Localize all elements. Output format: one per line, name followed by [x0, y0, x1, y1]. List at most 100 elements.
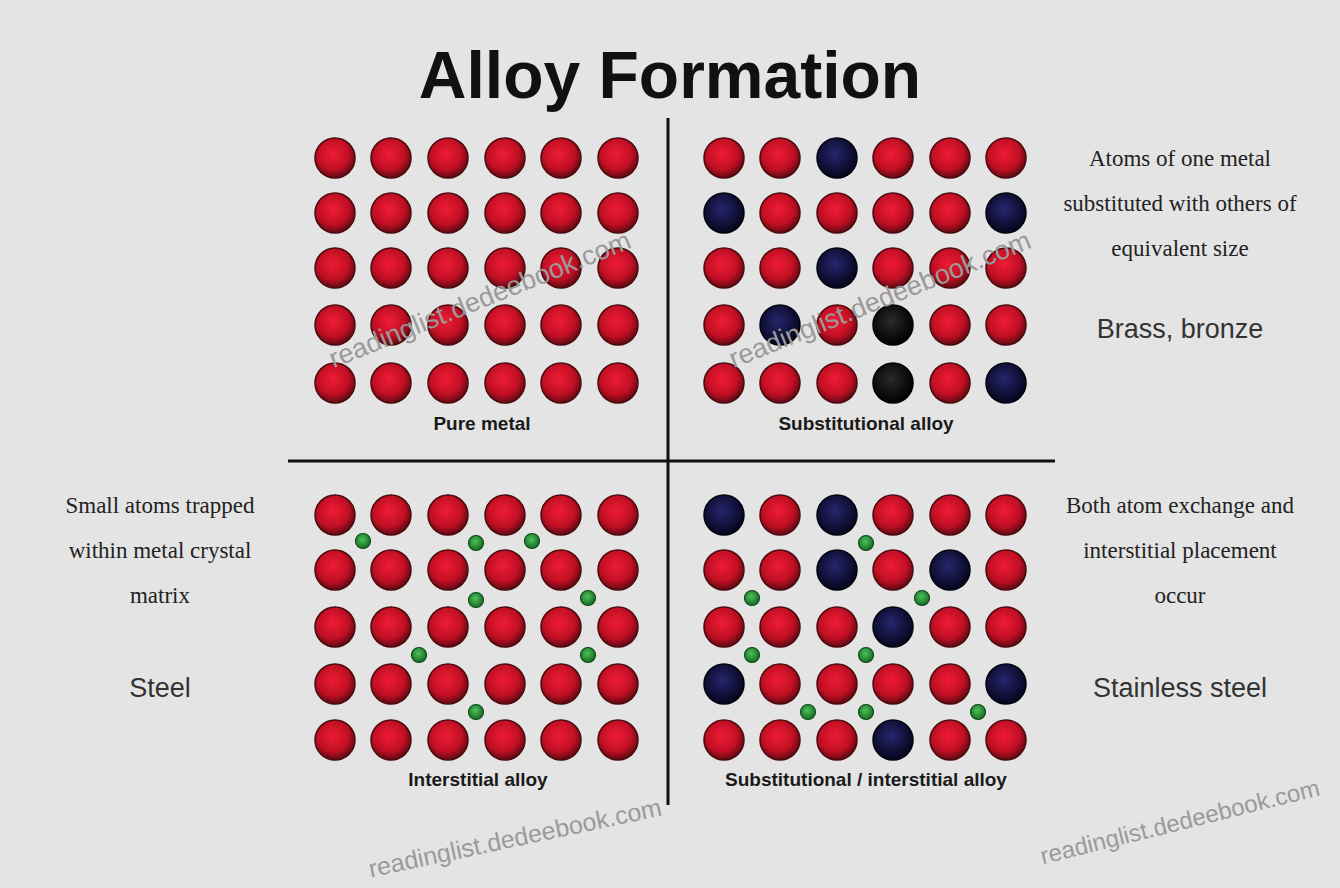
- metal-atom: [873, 138, 913, 178]
- metal-atom: [598, 305, 638, 345]
- metal-atom: [541, 664, 581, 704]
- metal-atom: [315, 550, 355, 590]
- metal-atom: [371, 607, 411, 647]
- metal-atom: [315, 248, 355, 288]
- interstitial-atom: [581, 648, 596, 663]
- metal-atom: [760, 248, 800, 288]
- metal-atom: [817, 363, 857, 403]
- alloy-atom: [873, 720, 913, 760]
- metal-atom: [485, 607, 525, 647]
- alloy-atom: [986, 664, 1026, 704]
- metal-atom: [541, 193, 581, 233]
- metal-atom: [598, 607, 638, 647]
- metal-atom: [428, 607, 468, 647]
- metal-atom: [817, 720, 857, 760]
- interstitial-atom: [745, 648, 760, 663]
- metal-atom: [704, 248, 744, 288]
- metal-atom: [371, 138, 411, 178]
- alloy-atom: [817, 248, 857, 288]
- metal-atom: [315, 495, 355, 535]
- metal-atom: [485, 550, 525, 590]
- metal-atom: [485, 720, 525, 760]
- watermark: readinglist.dedeebook.com: [1037, 774, 1322, 871]
- metal-atom: [760, 363, 800, 403]
- alloy-atom: [817, 550, 857, 590]
- metal-atom: [485, 138, 525, 178]
- metal-atom: [930, 138, 970, 178]
- metal-atom: [428, 550, 468, 590]
- metal-atom: [704, 550, 744, 590]
- metal-atom: [315, 138, 355, 178]
- metal-atom: [428, 495, 468, 535]
- metal-atom: [760, 495, 800, 535]
- metal-atom: [930, 495, 970, 535]
- metal-atom: [315, 607, 355, 647]
- metal-atom: [986, 495, 1026, 535]
- metal-atom: [541, 550, 581, 590]
- interstitial-atom: [356, 534, 371, 549]
- alloy-atom: [930, 550, 970, 590]
- metal-atom: [371, 720, 411, 760]
- metal-atom: [760, 138, 800, 178]
- interstitial-atom: [469, 593, 484, 608]
- metal-atom: [873, 193, 913, 233]
- metal-atom: [485, 363, 525, 403]
- watermark: readinglist.dedeebook.com: [366, 793, 664, 883]
- watermark: readinglist.dedeebook.com: [725, 225, 1036, 375]
- alloy-atom: [817, 138, 857, 178]
- metal-atom: [315, 664, 355, 704]
- metal-atom: [930, 664, 970, 704]
- metal-atom: [598, 550, 638, 590]
- alloy-atom: [873, 363, 913, 403]
- metal-atom: [428, 193, 468, 233]
- metal-atom: [986, 607, 1026, 647]
- metal-atom: [428, 138, 468, 178]
- metal-atom: [986, 720, 1026, 760]
- metal-atom: [598, 664, 638, 704]
- metal-atom: [598, 720, 638, 760]
- metal-atom: [371, 363, 411, 403]
- metal-atom: [598, 138, 638, 178]
- metal-atom: [541, 607, 581, 647]
- metal-atom: [760, 193, 800, 233]
- interstitial-atom: [525, 534, 540, 549]
- example-text: Brass, bronze: [1097, 314, 1264, 345]
- metal-atom: [541, 138, 581, 178]
- metal-atom: [873, 664, 913, 704]
- metal-atom: [760, 550, 800, 590]
- metal-atom: [817, 193, 857, 233]
- alloy-atom: [704, 495, 744, 535]
- diagram-title: Alloy Formation: [419, 37, 921, 113]
- metal-atom: [930, 607, 970, 647]
- description-text: Small atoms trapped within metal crystal…: [55, 483, 265, 618]
- example-text: Steel: [129, 673, 191, 704]
- alloy-atom: [873, 607, 913, 647]
- metal-atom: [930, 363, 970, 403]
- metal-atom: [760, 607, 800, 647]
- interstitial-atom: [469, 705, 484, 720]
- interstitial-atom: [745, 591, 760, 606]
- metal-atom: [371, 495, 411, 535]
- metal-atom: [704, 305, 744, 345]
- panel-label: Substitutional alloy: [778, 413, 953, 435]
- metal-atom: [541, 363, 581, 403]
- example-text: Stainless steel: [1093, 673, 1267, 704]
- panel-label: Pure metal: [433, 413, 530, 435]
- metal-atom: [704, 607, 744, 647]
- interstitial-atom: [915, 591, 930, 606]
- metal-atom: [704, 138, 744, 178]
- metal-atom: [930, 720, 970, 760]
- metal-atom: [704, 720, 744, 760]
- metal-atom: [986, 550, 1026, 590]
- metal-atom: [315, 193, 355, 233]
- metal-atom: [986, 138, 1026, 178]
- metal-atom: [428, 248, 468, 288]
- metal-atom: [428, 664, 468, 704]
- metal-atom: [930, 193, 970, 233]
- metal-atom: [817, 607, 857, 647]
- metal-atom: [371, 248, 411, 288]
- interstitial-atom: [412, 648, 427, 663]
- panel-label: Interstitial alloy: [408, 769, 547, 791]
- description-text: Atoms of one metal substituted with othe…: [1060, 136, 1300, 271]
